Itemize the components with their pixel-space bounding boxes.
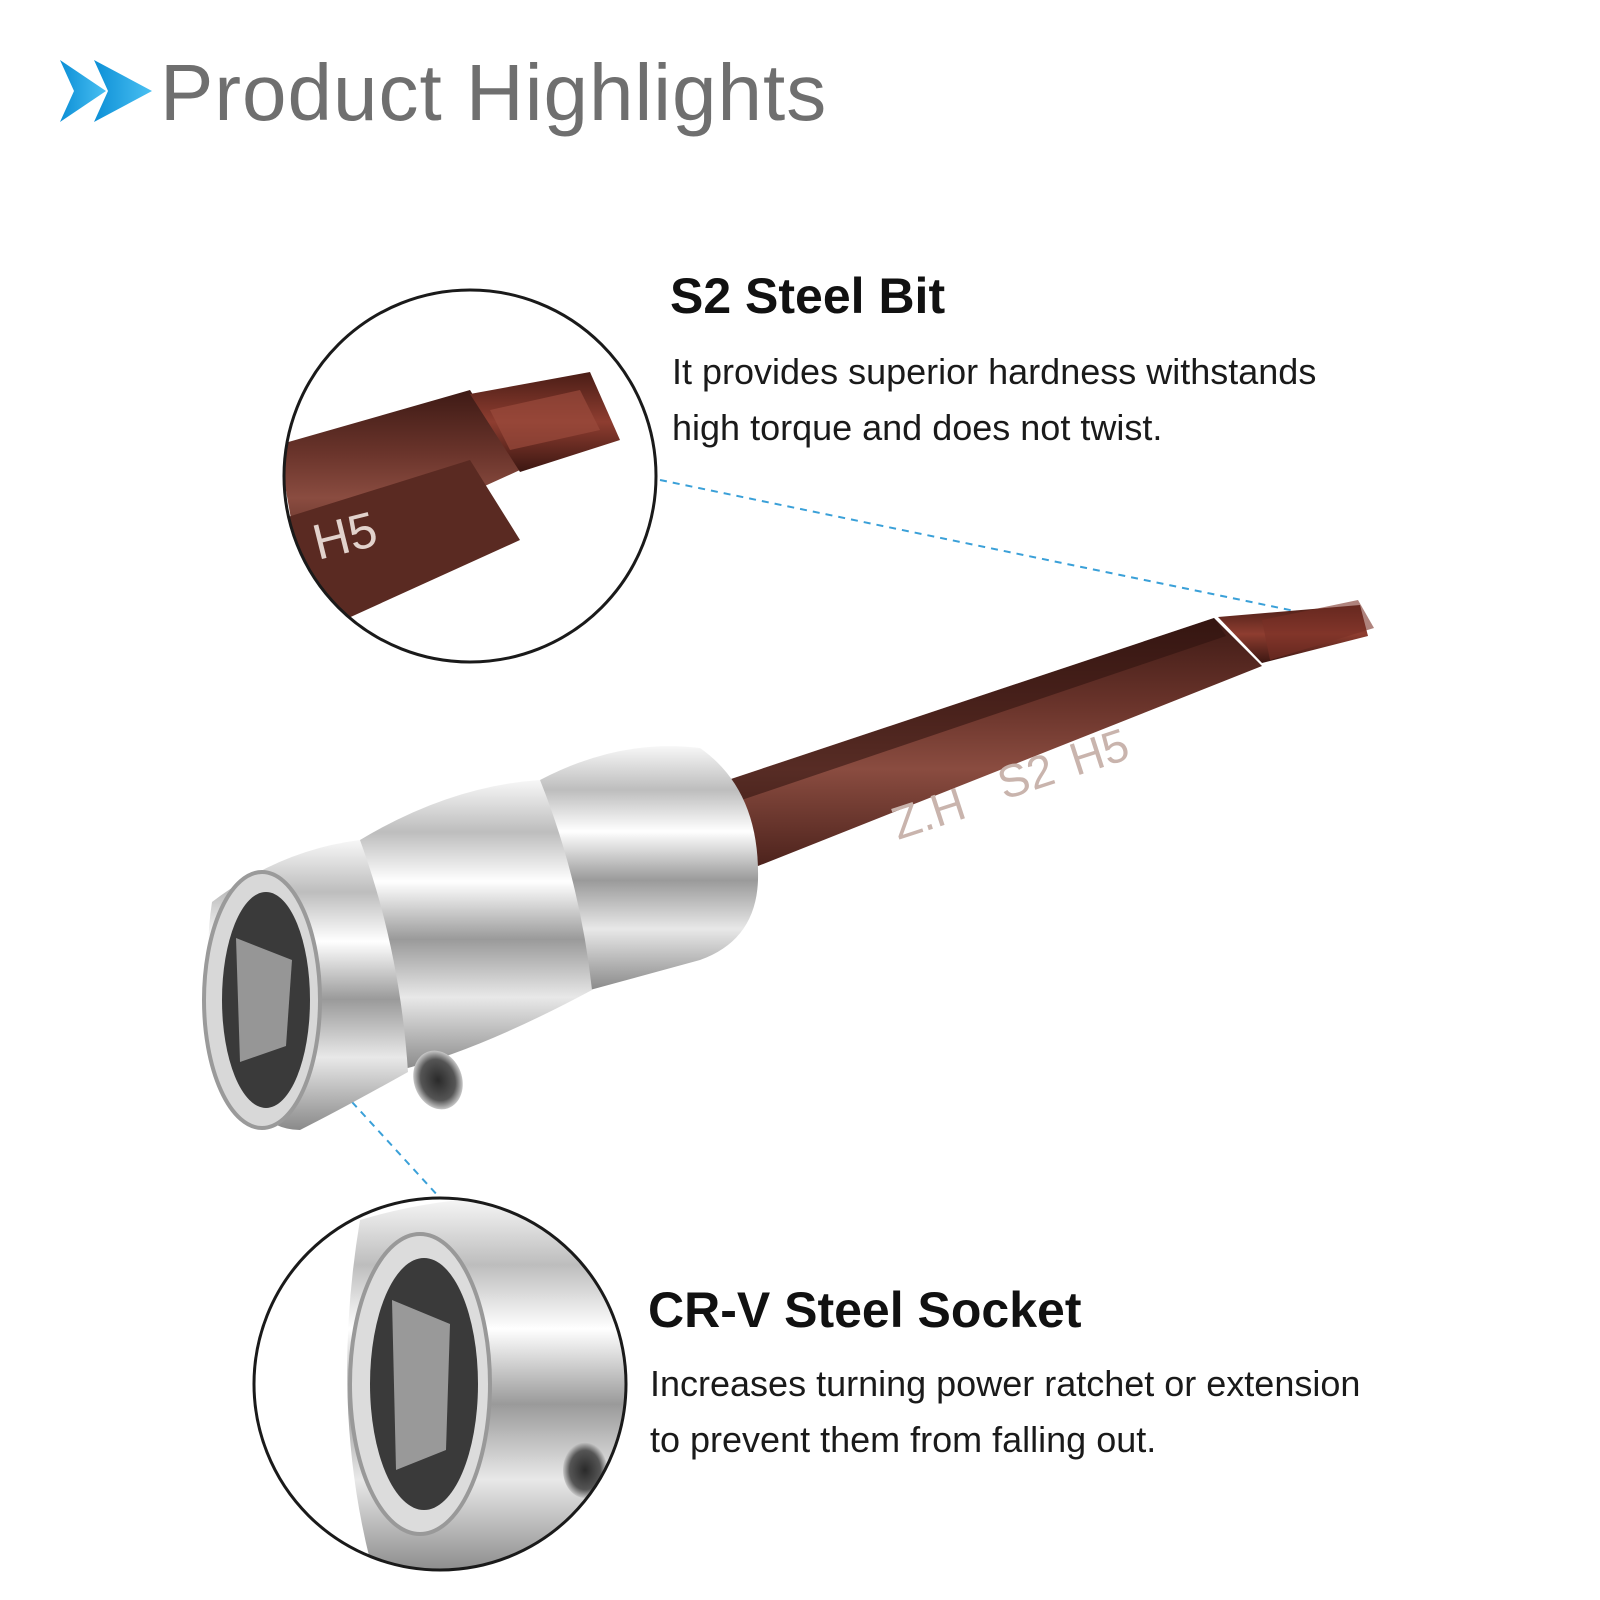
callout-line-bit (659, 479, 1349, 623)
double-chevron-right-icon (60, 60, 152, 122)
bit-shaft: Z.H S2 H5 (716, 600, 1374, 870)
socket (202, 746, 759, 1130)
feature-description-s2-steel-bit: It provides superior hardness withstands… (672, 344, 1472, 456)
feature-title-crv-steel-socket: CR-V Steel Socket (648, 1282, 1082, 1338)
feature-description-line: Increases turning power ratchet or exten… (650, 1363, 1361, 1404)
callout-line-socket (351, 1101, 441, 1199)
zoom-bit-circle: H5 (282, 288, 658, 664)
feature-description-line: to prevent them from falling out. (650, 1419, 1157, 1460)
feature-description-crv-steel-socket: Increases turning power ratchet or exten… (650, 1356, 1450, 1468)
zoom-socket-circle (252, 1196, 628, 1572)
page-title: Product Highlights (160, 48, 828, 137)
feature-description-line: It provides superior hardness withstands (672, 351, 1317, 392)
feature-title-s2-steel-bit: S2 Steel Bit (670, 268, 946, 324)
feature-description-line: high torque and does not twist. (672, 407, 1163, 448)
